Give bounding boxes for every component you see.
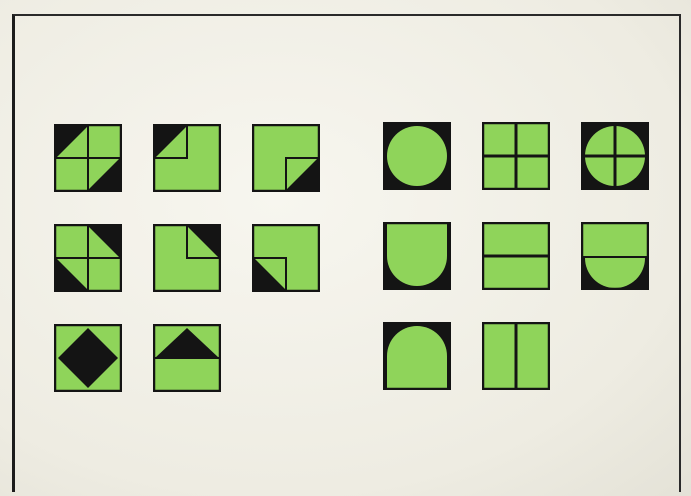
- tile-tri-corner-tl: [153, 124, 221, 192]
- tile-circle: [383, 122, 451, 190]
- tile-tri-top: [153, 324, 221, 392]
- tile-round-bottom: [383, 222, 451, 290]
- tile-round-top: [383, 322, 451, 390]
- tile-circle-quartered: [581, 122, 649, 190]
- tile-tri-corner-tl-br: [54, 124, 122, 192]
- tile-diamond: [54, 324, 122, 392]
- tile-square-halved-vertical: [482, 322, 550, 390]
- tile-circle-half-bottom: [581, 222, 649, 290]
- tile-tri-corner-br: [252, 124, 320, 192]
- tile-tri-corner-tr: [153, 224, 221, 292]
- tile-square-halved-horizontal: [482, 222, 550, 290]
- tile-tri-corner-bl: [252, 224, 320, 292]
- tile-square-quartered: [482, 122, 550, 190]
- tile-tri-corner-tr-bl: [54, 224, 122, 292]
